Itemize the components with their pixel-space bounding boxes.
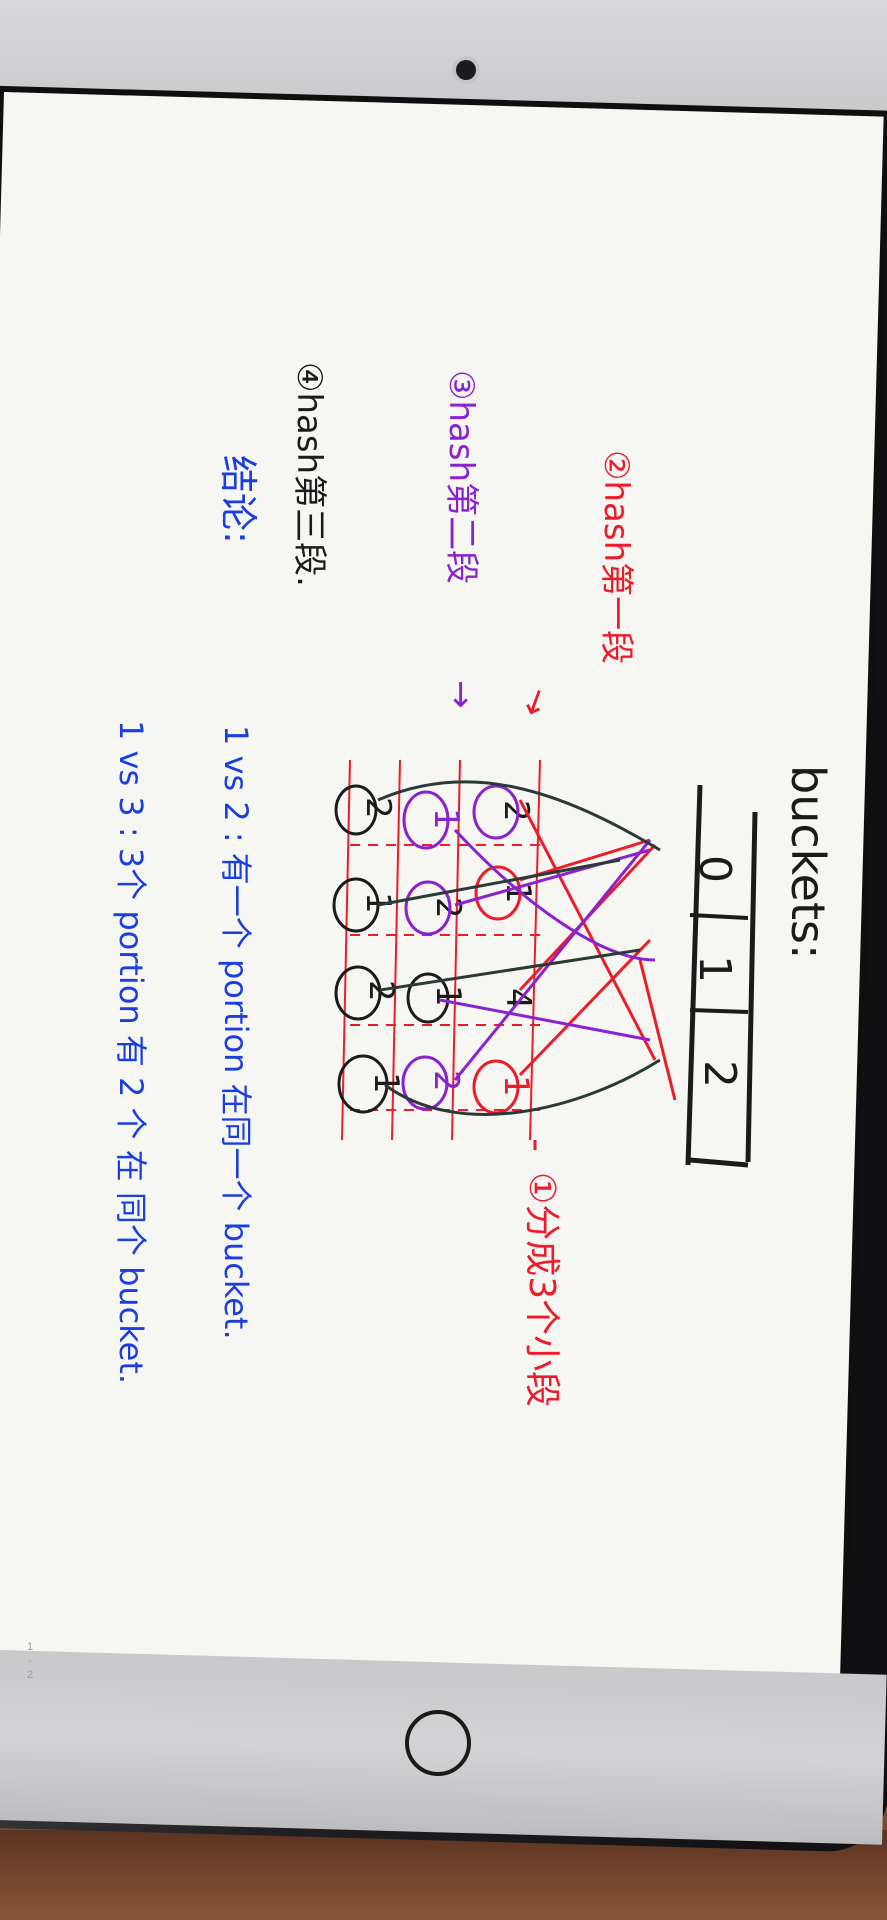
value-grid: 2 1 2 1 2 1 4 1 2 1 2 1 [358, 797, 538, 1097]
camera-icon [456, 60, 476, 80]
home-button[interactable] [405, 1710, 471, 1776]
value-c4-r1: 1 [496, 1075, 536, 1097]
page-indicator: 1 - 2 [20, 1640, 40, 1682]
step-2-label: ②hash第一段 [596, 450, 636, 664]
value-circles [332, 784, 522, 1115]
dark-hash-arrows [377, 780, 661, 1116]
value-c1-r1: 2 [496, 800, 536, 822]
conclusion-line-2: 1 vs 3 : 3个 portion 有 2 个 在 同个 bucket. [112, 720, 150, 1384]
bucket-label-1: 1 [689, 955, 740, 983]
conclusion-label: 结论: [216, 455, 260, 544]
conclusion-line-1: 1 vs 2 : 有一个 portion 在同一个 bucket. [217, 725, 255, 1340]
step-3-label: ③hash第二段 [441, 370, 481, 584]
page-indicator-mid: - [28, 1655, 32, 1667]
page-indicator-bottom: 2 [26, 1669, 34, 1681]
value-c3-r1: 4 [498, 988, 538, 1010]
value-c1-r3: 2 [358, 797, 398, 819]
step-3-arrow: → [441, 680, 481, 709]
red-hash-arrows [518, 799, 677, 1101]
bucket-box [685, 784, 758, 1168]
bucket-label-0: 0 [689, 855, 740, 883]
step-2-arrow: → [512, 682, 559, 722]
bucket-label-2: 2 [694, 1060, 745, 1088]
value-c1-r2: 1 [426, 808, 466, 830]
notes-title: buckets: [781, 765, 835, 959]
page-indicator-top: 1 [26, 1641, 34, 1653]
step-4-label: ④hash第三段. [289, 362, 329, 587]
value-c2-r2: 2 [428, 897, 468, 919]
purple-hash-arrows [439, 828, 656, 1081]
segment-dividers [341, 759, 541, 1141]
step-1-label: ①分成3个小段 [521, 1172, 562, 1407]
